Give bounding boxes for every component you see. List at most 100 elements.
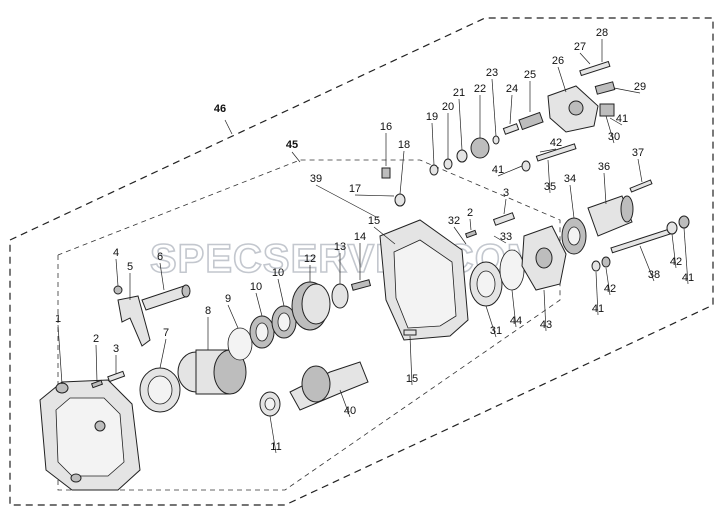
callout-leader [595,271,599,316]
callout-15: 15 [368,215,396,245]
callout-label: 19 [426,111,438,123]
callout-42: 42 [604,267,616,296]
callout-leader [605,115,615,144]
callout-leader [497,165,523,177]
callout-label: 8 [205,305,211,317]
part-washer-13 [331,283,349,309]
callout-37: 37 [632,147,644,183]
part-bearing-31 [469,261,503,307]
callout-29: 29 [613,81,646,94]
callout-4: 4 [113,247,119,287]
callout-leader [57,324,63,385]
callout-15: 15 [406,335,418,386]
callout-28: 28 [596,27,608,62]
callout-leader [543,289,547,332]
callout-leader [269,415,277,454]
callout-label: 17 [349,183,361,195]
part-nut-right [666,215,690,235]
callout-label: 2 [467,207,473,219]
callout-31: 31 [485,305,502,338]
callout-leader [485,305,497,338]
callout-leader [503,198,507,215]
callout-label: 6 [157,251,163,263]
callout-leader [547,159,551,194]
callout-label: 23 [486,67,498,79]
callout-3: 3 [113,343,119,374]
callout-label: 41 [592,303,604,315]
callout-17: 17 [349,183,395,197]
callout-label: 13 [334,241,346,253]
callout-leader [458,98,463,151]
callout-leader [339,389,351,418]
callout-label: 7 [163,327,169,339]
callout-label: 24 [506,83,518,95]
callout-label: 5 [127,261,133,273]
callout-label: 25 [524,69,536,81]
callout-label: 16 [380,121,392,133]
callout-38: 38 [639,245,660,282]
callout-leader [469,218,472,231]
callout-14: 14 [354,231,366,280]
callout-leader [159,262,165,291]
callout-42: 42 [539,137,562,153]
callout-label: 20 [442,101,454,113]
callout-leader [579,52,591,65]
callout-5: 5 [127,261,133,300]
callout-label: 2 [93,333,99,345]
callout-leader [569,184,575,219]
part-shift-fork [113,285,151,347]
callout-leader [255,292,263,317]
part-nut-lower [591,256,611,272]
callout-23: 23 [486,67,498,137]
callout-42: 42 [670,233,682,269]
callout-label: 41 [616,113,628,125]
callout-label: 1 [55,313,61,325]
part-gear-hub-8 [177,349,247,395]
callout-2: 2 [467,207,473,231]
part-screw-38 [610,227,674,254]
callout-label: 35 [544,181,556,193]
callout-22: 22 [474,83,486,138]
callout-label: 11 [270,441,281,453]
callout-35: 35 [544,159,556,194]
callout-label: 42 [550,137,562,149]
callout-leader [605,267,611,296]
callout-label: 37 [632,147,644,159]
part-gasket-44 [499,249,525,291]
callout-leader [509,94,513,125]
part-bearing-7 [139,367,181,413]
callout-leader [95,344,98,383]
callout-label: 32 [448,215,460,227]
part-fitting-30 [599,103,615,117]
callout-label: 41 [682,272,694,284]
callout-label: 10 [272,267,284,279]
callout-21: 21 [453,87,465,151]
part-seal-34 [561,217,587,255]
callout-13: 13 [334,241,346,284]
callout-label: 40 [344,405,356,417]
callout-9: 9 [225,293,239,329]
callout-leader [159,338,167,369]
part-output-shaft-40 [289,361,369,411]
assembly-label-46: 46 [214,103,226,115]
part-dowel-15 [403,329,417,336]
callout-label: 21 [453,87,465,99]
callout-leader [431,122,435,166]
callout-leader [603,172,607,205]
callout-label: 12 [304,253,316,265]
part-bolt-2-left [90,379,104,389]
part-needle-bearing-10b [271,305,297,339]
callout-label: 15 [406,373,418,385]
callout-leader [557,66,567,93]
part-bolt-14 [350,279,372,291]
part-gear-12 [291,281,331,331]
assembly-46-leader [224,119,233,135]
part-main-housing [379,219,469,341]
callout-leader [373,226,396,245]
callout-leader [637,158,643,183]
part-bolt-3-mid [492,212,516,226]
